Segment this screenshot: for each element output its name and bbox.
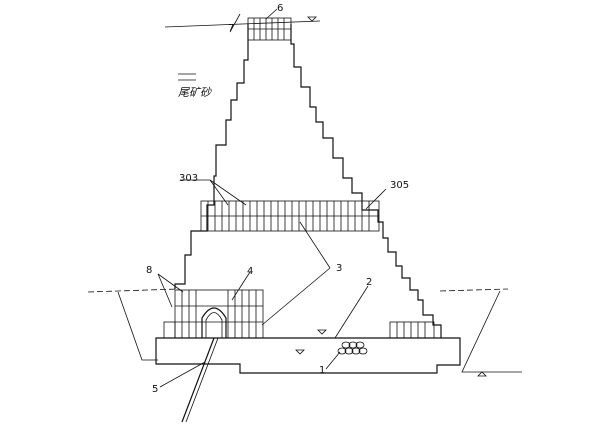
leader-8 (157, 273, 184, 308)
label-6: 6 (277, 3, 283, 14)
ground-line-left (87, 288, 179, 293)
water-mark-top (307, 16, 317, 22)
water-mark-right (477, 371, 487, 377)
dam-right-steps (290, 24, 442, 338)
leader-3 (261, 221, 331, 326)
label-303: 303 (179, 173, 198, 184)
tailings-hatch (178, 73, 196, 81)
foundation-slab (155, 337, 461, 374)
drainage-tunnel-inner (205, 312, 223, 338)
label-3: 3 (336, 263, 342, 274)
excavation-left-slope (117, 291, 158, 361)
excavation-right-slope (461, 290, 522, 373)
top-bag-row (247, 17, 292, 41)
leader-303 (180, 179, 247, 206)
outlet-pipe-2 (185, 337, 219, 423)
ground-line-right (439, 288, 509, 292)
leader-5 (159, 361, 206, 388)
label-305: 305 (390, 180, 409, 191)
label-1: 1 (319, 365, 325, 376)
label-8: 8 (146, 265, 152, 276)
leader-7 (229, 13, 241, 33)
leader-1 (325, 351, 341, 370)
water-mark-inner (295, 349, 305, 355)
lower-bag-blocks (163, 289, 435, 339)
label-tailings-sand: 尾矿砂 (178, 86, 212, 99)
leader-6 (265, 8, 278, 20)
label-2: 2 (366, 277, 372, 288)
leader-2 (334, 285, 369, 339)
outlet-pipe (181, 337, 215, 423)
label-5: 5 (152, 384, 158, 395)
leader-305 (365, 188, 387, 210)
top-ground-line (164, 20, 321, 28)
drainage-stones (337, 341, 368, 355)
label-4: 4 (247, 266, 253, 277)
dam-left-steps (174, 24, 249, 289)
label-7: 7 (228, 23, 234, 34)
drainage-tunnel (201, 307, 227, 338)
leader-4 (231, 271, 251, 301)
water-mark-slab (317, 329, 327, 335)
middle-bag-layers (200, 200, 380, 232)
